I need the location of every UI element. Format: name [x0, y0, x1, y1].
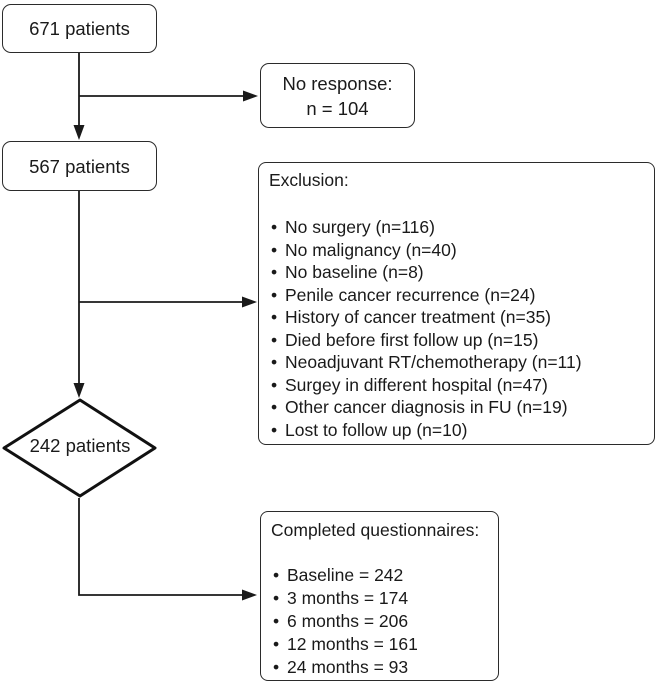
list-item: History of cancer treatment (n=35) — [269, 306, 644, 329]
arrow-to-no-response — [79, 90, 258, 102]
exclusion-title: Exclusion: — [269, 170, 349, 190]
diamond-shape — [2, 398, 157, 498]
arrow-567-to-242 — [73, 191, 85, 398]
list-item: Lost to follow up (n=10) — [269, 419, 644, 442]
exclusion-list: No surgery (n=116)No malignancy (n=40)No… — [269, 216, 644, 441]
completed-title: Completed questionnaires: — [271, 520, 480, 540]
no-response-line2: n = 104 — [306, 97, 369, 119]
completed-list: Baseline = 2423 months = 1746 months = 2… — [271, 564, 488, 679]
arrow-671-to-567 — [73, 53, 85, 140]
list-item: Penile cancer recurrence (n=24) — [269, 284, 644, 307]
list-item: 3 months = 174 — [271, 587, 488, 610]
node-567-patients: 567 patients — [2, 141, 157, 191]
list-item: Other cancer diagnosis in FU (n=19) — [269, 396, 644, 419]
list-item: Died before first follow up (n=15) — [269, 329, 644, 352]
list-item: No malignancy (n=40) — [269, 239, 644, 262]
no-response-line1: No response: — [282, 72, 393, 94]
node-671-patients: 671 patients — [2, 4, 157, 53]
list-item: 24 months = 93 — [271, 656, 488, 679]
node-exclusion: Exclusion: No surgery (n=116)No malignan… — [258, 162, 655, 445]
node-567-label: 567 patients — [29, 155, 130, 177]
list-item: No surgery (n=116) — [269, 216, 644, 239]
list-item: Baseline = 242 — [271, 564, 488, 587]
node-no-response: No response: n = 104 — [260, 63, 415, 128]
node-no-response-label: No response: n = 104 — [282, 71, 392, 121]
list-item: Neoadjuvant RT/chemotherapy (n=11) — [269, 351, 644, 374]
list-item: 6 months = 206 — [271, 610, 488, 633]
node-671-label: 671 patients — [29, 18, 130, 39]
list-item: Surgey in different hospital (n=47) — [269, 374, 644, 397]
list-item: 12 months = 161 — [271, 633, 488, 656]
list-item: No baseline (n=8) — [269, 261, 644, 284]
arrow-242-to-completed — [78, 498, 257, 601]
node-242-patients-label: 242 patients — [29, 435, 131, 456]
arrow-to-exclusion — [79, 296, 257, 308]
node-completed-questionnaires: Completed questionnaires: Baseline = 242… — [260, 511, 499, 681]
